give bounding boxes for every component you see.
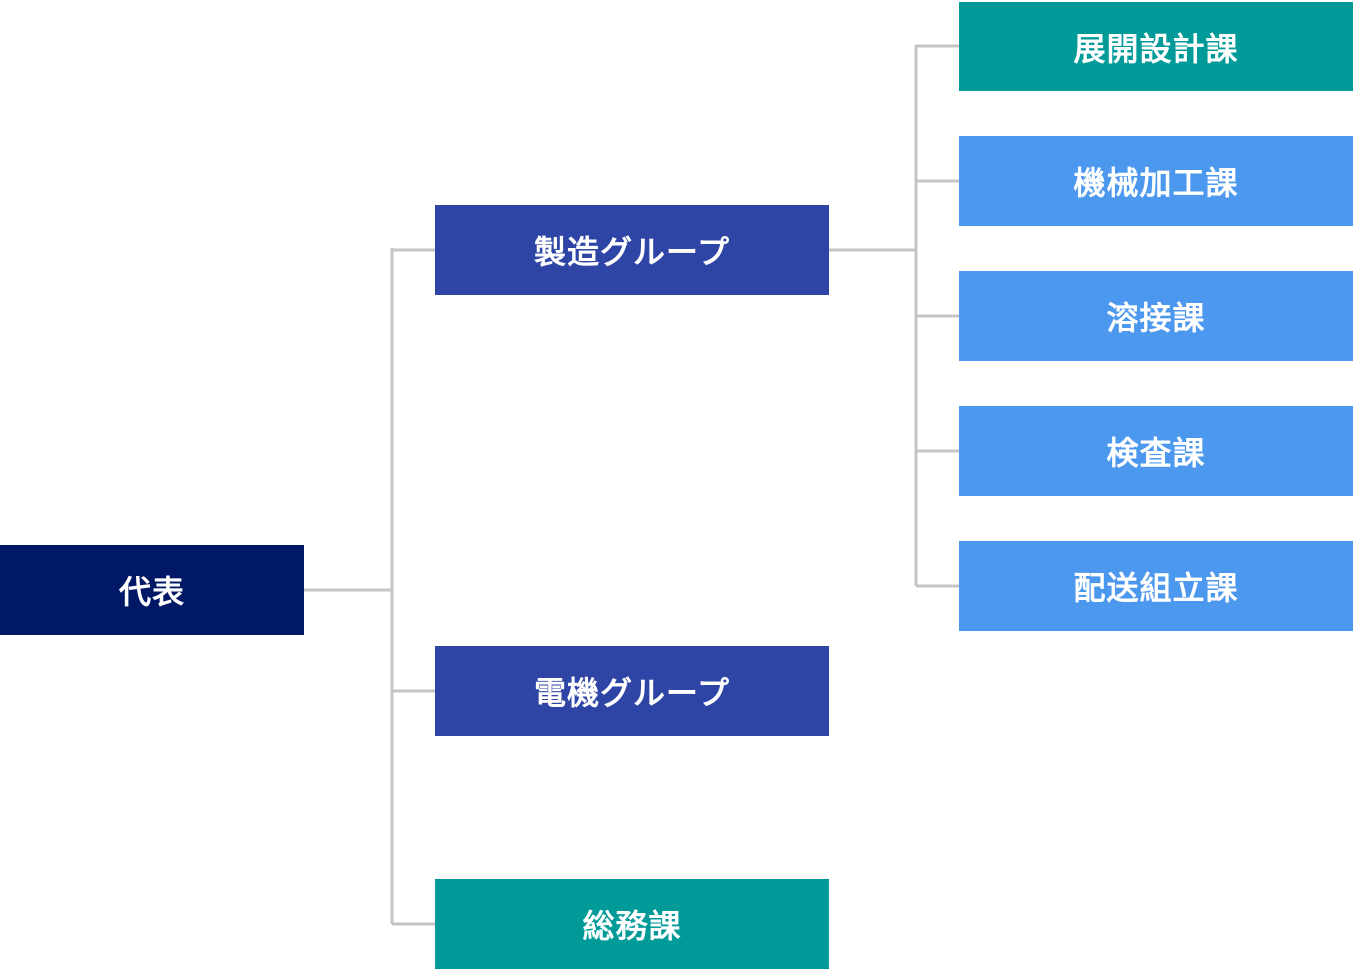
node-seizou-group: 製造グループ (435, 205, 829, 295)
node-yousetsu-section: 溶接課 (959, 271, 1353, 361)
node-tenkai-sekkei-section: 展開設計課 (959, 2, 1353, 91)
node-kensa-section: 検査課 (959, 406, 1353, 496)
node-haisou-kumitate-section: 配送組立課 (959, 541, 1353, 631)
node-soumu-section: 総務課 (435, 879, 829, 969)
node-daihyo: 代表 (0, 545, 304, 635)
node-kikai-kakou-section: 機械加工課 (959, 136, 1353, 226)
node-denki-group: 電機グループ (435, 646, 829, 736)
